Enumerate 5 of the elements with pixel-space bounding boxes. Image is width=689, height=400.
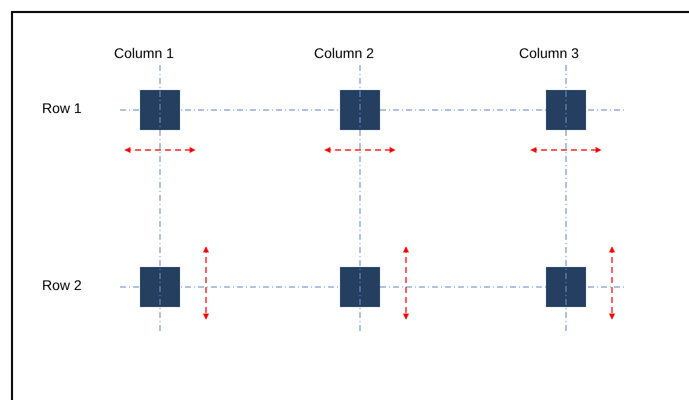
row-label: Row 2 [42, 277, 82, 293]
row-label: Row 1 [42, 100, 82, 116]
column-label: Column 1 [114, 45, 174, 61]
column-label: Column 3 [519, 45, 579, 61]
column-label: Column 2 [314, 45, 374, 61]
